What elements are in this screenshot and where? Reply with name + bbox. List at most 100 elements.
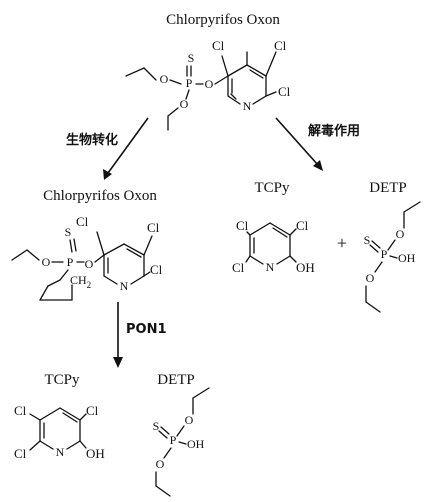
tcpy1-b1 xyxy=(249,222,271,236)
top-o-left: O xyxy=(160,72,169,86)
top-po-bond-down xyxy=(185,89,190,100)
detp1-oh: OH xyxy=(398,251,416,265)
mid-ring-b5 xyxy=(103,275,118,285)
top-o-down: O xyxy=(180,97,189,111)
detp1-ps-1 xyxy=(371,240,381,249)
detp1-poh xyxy=(389,255,398,259)
mid-left-molecule: Chlorpyrifos Oxon S P O O CH2 N Cl Cl Cl xyxy=(11,188,163,301)
arrow-down-label: PON1 xyxy=(126,322,167,337)
tcpy2-n: N xyxy=(56,445,65,459)
arrow-left-shaft xyxy=(107,117,149,174)
mid-ring-b2-inner xyxy=(126,248,142,258)
detp2-p: P xyxy=(170,433,177,447)
mid-n-atom: N xyxy=(120,279,129,293)
tcpy2-b5 xyxy=(39,440,54,450)
mid-cl-bond-1 xyxy=(96,231,105,256)
tcpy1-oh: OH xyxy=(296,260,315,275)
arrow-left-head xyxy=(103,169,112,180)
detp1-ethyl-up-2 xyxy=(403,201,421,213)
detp2-poh xyxy=(178,441,187,445)
detp2-po-up xyxy=(176,425,185,437)
detp1-ethyl-down-2 xyxy=(365,301,381,313)
detp2-o-down: O xyxy=(156,457,165,471)
top-cl-1: Cl xyxy=(212,38,225,53)
detp1-ps-2 xyxy=(369,244,379,253)
detp2-ps-2 xyxy=(158,430,168,439)
detp2-ps-1 xyxy=(160,426,170,435)
mid-ethyl-left-2 xyxy=(11,249,28,261)
tcpy2-b2-inner xyxy=(62,412,78,423)
top-ring-b5 xyxy=(227,95,241,105)
top-n-atom: N xyxy=(243,99,252,113)
top-title: Chlorpyrifos Oxon xyxy=(166,12,280,28)
detp2-ethyl-up-2 xyxy=(192,387,210,399)
mid-detp: DETP S P O OH O xyxy=(364,180,421,313)
tcpy2-oh-bond xyxy=(79,440,87,449)
mid-p-ch2-1 xyxy=(59,269,69,281)
arrow-left: 生物转化 xyxy=(66,117,149,180)
top-ring-b2 xyxy=(246,64,267,77)
tcpy2-cl-1: Cl xyxy=(14,403,27,418)
bot-detp: DETP S P O OH O xyxy=(153,372,210,497)
detp1-o-down: O xyxy=(366,271,375,285)
detp2-oh: OH xyxy=(187,437,205,451)
top-molecule: Chlorpyrifos Oxon S P O O O N Cl Cl xyxy=(125,12,291,131)
mid-ps-bond-2 xyxy=(73,238,77,252)
detp1-p: P xyxy=(381,247,388,261)
arrow-down: PON1 xyxy=(113,302,167,368)
detp2-ethyl-down-2 xyxy=(155,485,171,497)
top-cl-bond-2 xyxy=(265,51,277,77)
mid-detp-title: DETP xyxy=(369,180,407,196)
arrow-right-shaft xyxy=(275,117,319,166)
arrow-left-label: 生物转化 xyxy=(66,132,118,148)
mid-s-atom: S xyxy=(65,225,72,239)
mid-tcpy-title: TCPy xyxy=(254,180,290,196)
tcpy2-cl-bond-3 xyxy=(29,440,41,451)
top-ring-b5-inner xyxy=(230,93,237,100)
detp2-s: S xyxy=(153,419,160,433)
bot-tcpy-title: TCPy xyxy=(44,372,80,388)
tcpy1-oh-bond xyxy=(289,255,297,263)
detp1-s: S xyxy=(364,233,371,247)
bot-detp-title: DETP xyxy=(157,372,195,388)
mid-ethyl-left-1 xyxy=(26,249,40,261)
tcpy2-cl-bond-1 xyxy=(29,413,41,421)
tcpy1-cl-2: Cl xyxy=(296,218,309,233)
tcpy1-cl-bond-1 xyxy=(246,231,251,236)
mid-ring-b4 xyxy=(130,275,145,285)
mid-o-left: O xyxy=(42,255,51,269)
tcpy2-b2 xyxy=(59,407,81,421)
tcpy1-b4 xyxy=(276,255,291,265)
arrow-down-head xyxy=(113,357,123,368)
top-cl-bond-1b xyxy=(221,55,229,77)
top-cl-3: Cl xyxy=(278,84,291,99)
mid-o-right: O xyxy=(85,257,94,271)
bot-tcpy: TCPy N Cl Cl Cl OH xyxy=(14,372,105,461)
detp2-po-down xyxy=(163,447,172,459)
arrow-right: 解毒作用 xyxy=(275,117,360,171)
detp1-o-up: O xyxy=(396,227,405,241)
mid-cl-2: Cl xyxy=(147,220,160,235)
tcpy2-b4 xyxy=(66,440,81,450)
detp2-o-up: O xyxy=(185,413,194,427)
mid-cl-1: Cl xyxy=(76,214,89,229)
mid-ring-b1 xyxy=(103,243,125,256)
top-ring-b1 xyxy=(227,64,248,77)
arrow-right-head xyxy=(313,160,323,171)
mid-p-ch2-2 xyxy=(47,279,61,287)
tcpy2-cl-3: Cl xyxy=(14,446,27,461)
top-ethyl-down-1 xyxy=(167,107,179,117)
mid-cl-bond-3 xyxy=(143,271,151,277)
mid-cl-bond-2 xyxy=(143,235,153,256)
mid-left-title: Chlorpyrifos Oxon xyxy=(43,188,157,204)
mid-ring-b2 xyxy=(123,243,145,256)
mid-o-ring xyxy=(94,254,105,263)
tcpy1-n: N xyxy=(266,260,275,274)
tcpy1-cl-bond-2 xyxy=(289,228,297,236)
tcpy2-cl-bond-2 xyxy=(79,413,87,421)
tcpy1-cl-bond-3 xyxy=(245,255,251,263)
tcpy1-b2-inner xyxy=(272,227,288,238)
plus-sign: + xyxy=(337,233,347,253)
top-po-bond-left xyxy=(169,79,182,85)
